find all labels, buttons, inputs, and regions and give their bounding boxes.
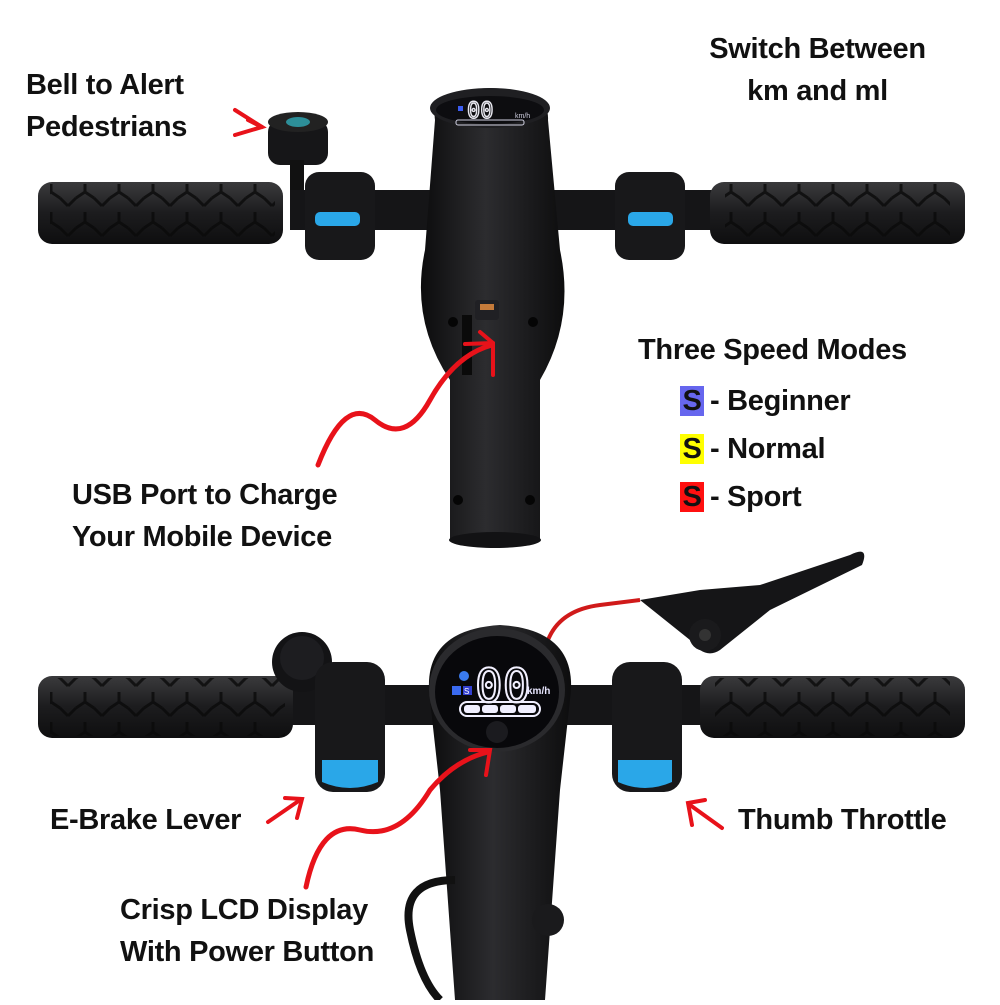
bell-label-line2: Pedestrians — [26, 111, 188, 143]
throttle-blue-button — [618, 760, 672, 788]
lcd-label: Crisp LCD Display With Power Button — [120, 889, 374, 973]
usb-label-line1: USB Port to Charge — [72, 479, 338, 511]
bell-label-line1: Bell to Alert — [26, 69, 184, 101]
mode-badge-beginner: S — [680, 386, 704, 416]
mode-label-beginner: - Beginner — [710, 385, 851, 417]
mode-label-normal: - Normal — [710, 433, 826, 465]
mode-badge-normal: S — [680, 434, 704, 464]
km-switch-line2: km and ml — [747, 75, 888, 107]
lcd-mode-indicator: S — [464, 687, 469, 696]
speed-modes-title: Three Speed Modes — [638, 334, 907, 366]
top-left-blue-button — [315, 212, 360, 226]
annotation-arrows — [233, 108, 724, 890]
svg-text:km/h: km/h — [515, 113, 530, 120]
speed-mode-sport: S - Sport — [680, 473, 850, 521]
lcd-label-line1: Crisp LCD Display — [120, 894, 368, 926]
speed-mode-beginner: S - Beginner — [680, 377, 851, 425]
bluetooth-icon — [459, 671, 469, 681]
throttle-label: Thumb Throttle — [738, 804, 947, 836]
km-switch-label: Switch Between km and ml — [695, 28, 940, 112]
mode-badge-sport: S — [680, 482, 704, 512]
ebrake-label: E-Brake Lever — [50, 804, 242, 836]
mode-label-sport: - Sport — [710, 481, 802, 513]
power-button-icon — [486, 721, 508, 743]
ebrake-blue-lever — [322, 760, 378, 788]
speed-mode-normal: S - Normal — [680, 425, 850, 473]
headlight-icon — [452, 686, 461, 695]
bell-icon — [268, 112, 328, 190]
lcd-label-line2: With Power Button — [120, 936, 374, 968]
usb-label-line2: Your Mobile Device — [72, 521, 332, 553]
bottom-handlebar-view: 00 km/h S — [38, 551, 965, 1003]
bell-label: Bell to Alert Pedestrians — [26, 64, 187, 148]
battery-bar — [459, 701, 541, 717]
lcd-unit: km/h — [527, 686, 550, 697]
speed-modes-list: S - Beginner S - Normal S - Sport — [680, 377, 851, 521]
usb-label: USB Port to Charge Your Mobile Device — [72, 474, 338, 558]
km-switch-line1: Switch Between — [709, 33, 926, 65]
lcd-speed-readout: 00 — [475, 659, 530, 713]
